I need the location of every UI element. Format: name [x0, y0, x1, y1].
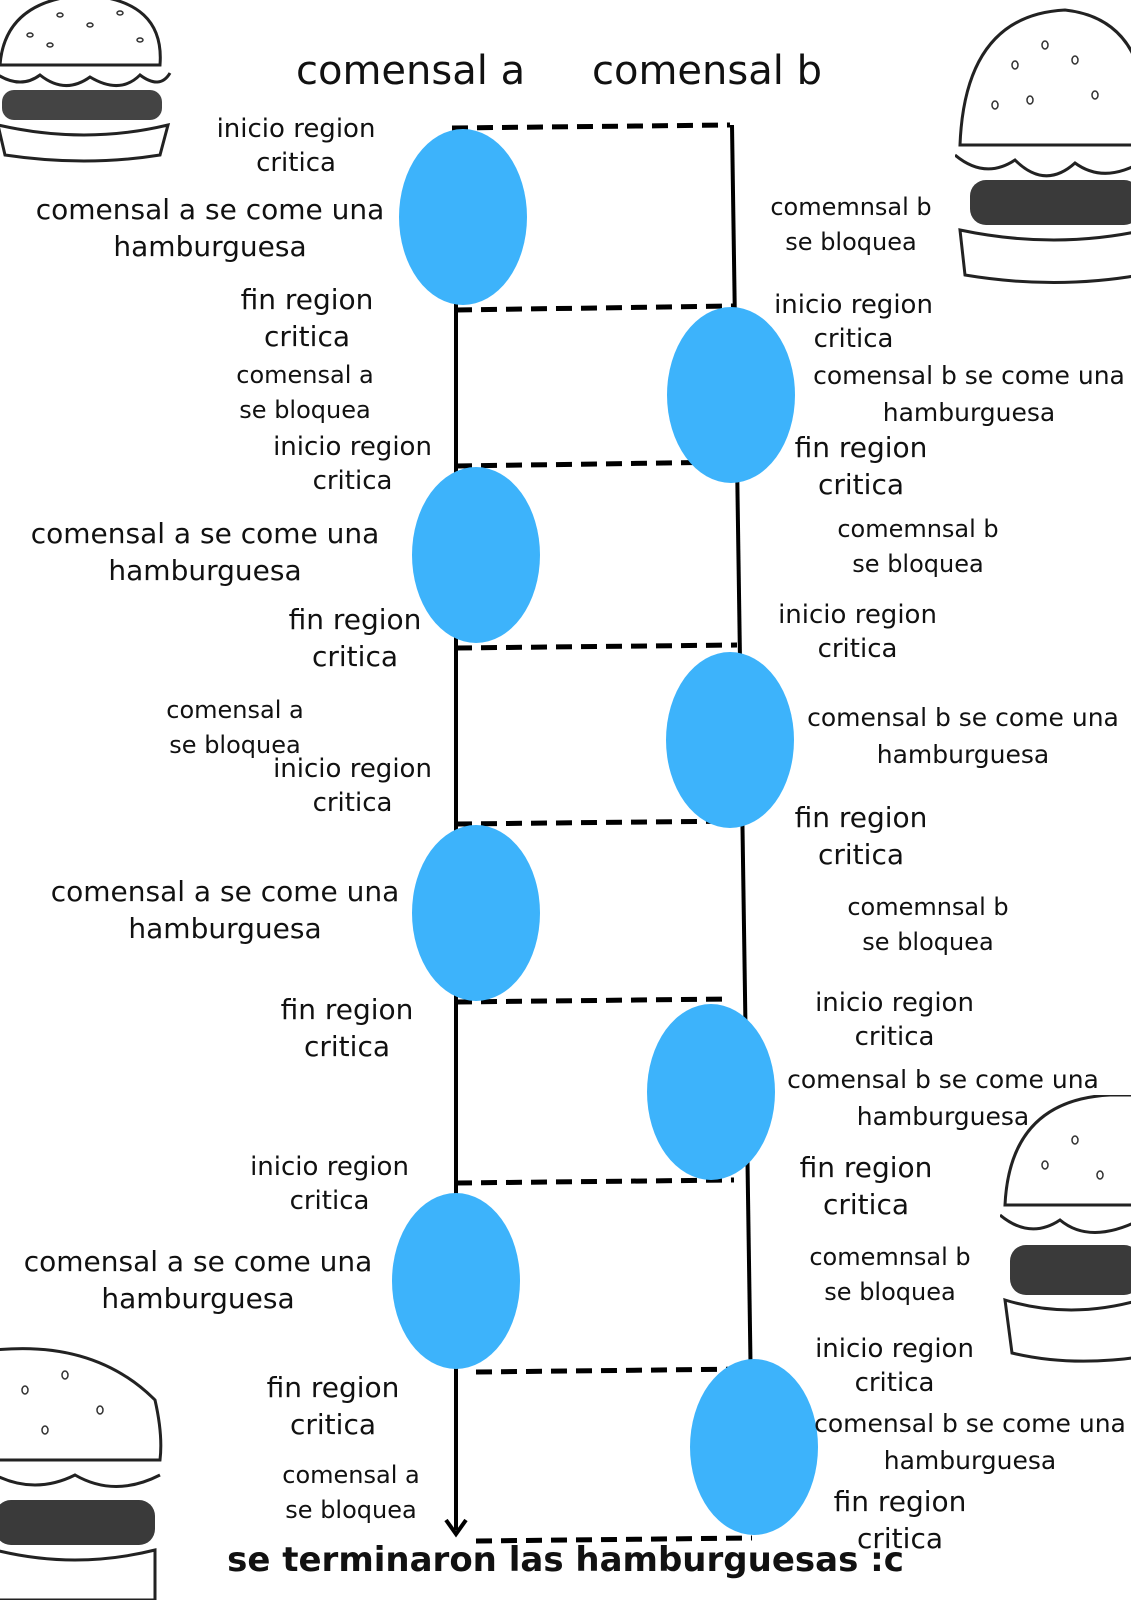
critical-regions	[392, 129, 818, 1535]
critical-region-a-1	[399, 129, 527, 305]
connector-4	[455, 642, 738, 651]
critical-region-a-2	[412, 467, 540, 643]
connector-8	[475, 1366, 749, 1375]
hamburger-bottom-left-icon	[0, 1347, 163, 1600]
connector-2	[455, 303, 734, 313]
critical-region-b-3	[647, 1004, 775, 1180]
connector-7	[455, 1177, 735, 1186]
connector-6	[455, 996, 731, 1005]
critical-region-b-2	[666, 652, 794, 828]
timeline-a-arrowhead	[444, 1518, 468, 1538]
critical-region-a-3	[412, 825, 540, 1001]
hamburger-top-right-icon	[955, 8, 1131, 284]
critical-region-b-1	[667, 307, 795, 483]
critical-region-b-4	[690, 1359, 818, 1535]
header-comensal-b: comensal b	[592, 48, 822, 94]
critical-region-a-4	[392, 1193, 520, 1369]
footer-text: se terminaron las hamburguesas :c	[227, 1540, 904, 1580]
dashed-connectors	[451, 122, 753, 1544]
header-comensal-a: comensal a	[296, 48, 526, 94]
hamburger-top-left-icon	[0, 0, 172, 163]
connector-5	[455, 818, 741, 827]
connector-9	[475, 1535, 753, 1544]
connector-1	[451, 122, 731, 131]
connector-3	[455, 459, 736, 469]
hamburger-bottom-right-icon	[1000, 1095, 1131, 1363]
